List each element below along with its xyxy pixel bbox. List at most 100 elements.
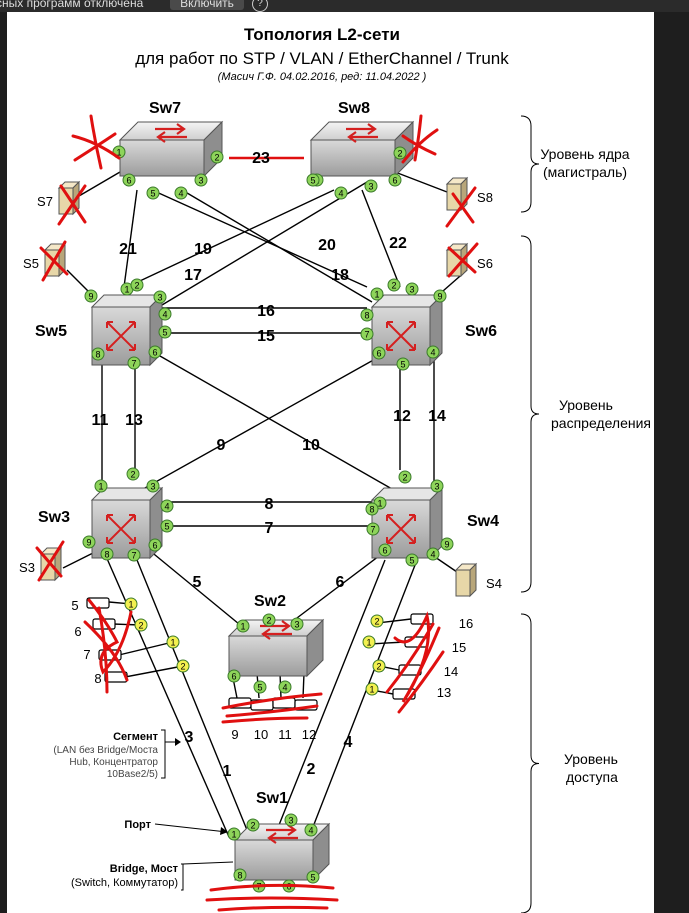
port-sw4-8: 8 (365, 502, 379, 516)
hub-left-line-4 (124, 665, 184, 678)
svg-text:1: 1 (128, 600, 133, 610)
svg-text:3: 3 (409, 285, 414, 295)
switch-sw2 (227, 618, 325, 678)
hub-right-label-13: 13 (437, 685, 451, 700)
port-sw2-5: 5 (253, 680, 267, 694)
port-hub-right-2: 1 (362, 635, 376, 649)
port-sw6-7: 7 (360, 327, 374, 341)
port-sw4-2: 2 (398, 470, 412, 484)
switch-sw1-side (312, 822, 330, 882)
link-label-17: 17 (184, 267, 202, 284)
svg-text:9: 9 (86, 538, 91, 548)
port-sw2-1: 1 (236, 619, 250, 633)
legend-segment-bracket (161, 729, 166, 779)
svg-text:3: 3 (368, 182, 373, 192)
svg-text:5: 5 (164, 522, 169, 532)
link-label-11: 11 (92, 412, 109, 429)
cross-mark-sw8-port2 (401, 114, 439, 164)
port-sw1-8: 8 (233, 868, 247, 882)
svg-text:5: 5 (400, 360, 405, 370)
level-access-line-1: Уровень (564, 751, 618, 767)
server-link-s8 (394, 171, 448, 193)
link-line-9 (152, 351, 400, 494)
server-link-s3 (62, 551, 96, 569)
port-sw3-8: 8 (100, 547, 114, 561)
svg-text:2: 2 (134, 281, 139, 291)
svg-text:8: 8 (95, 350, 100, 360)
port-sw1-4: 4 (304, 823, 318, 837)
svg-text:1: 1 (374, 290, 379, 300)
level-core-line-1: Уровень ядра (540, 146, 629, 162)
switch-sw4-arrows-icon (386, 514, 416, 544)
port-sw8-5: 5 (306, 173, 320, 187)
cross-mark-s3 (35, 540, 65, 582)
link-label-15: 15 (257, 328, 275, 345)
svg-text:1: 1 (170, 638, 175, 648)
svg-text:4: 4 (178, 189, 183, 199)
svg-text:2: 2 (214, 153, 219, 163)
cross-mark-sw7-port1 (71, 114, 121, 170)
svg-text:9: 9 (444, 540, 449, 550)
port-sw7-3: 3 (194, 173, 208, 187)
svg-text:2: 2 (250, 821, 255, 831)
link-line-10 (126, 357, 378, 499)
svg-text:4: 4 (308, 826, 313, 836)
port-sw6-8: 8 (360, 308, 374, 322)
svg-text:1: 1 (98, 482, 103, 492)
link-label-9: 9 (217, 437, 226, 454)
legend-bridge-subtitle: (Switch, Коммутатор) (71, 877, 178, 889)
port-sw3-9: 9 (82, 535, 96, 549)
port-sw5-1: 1 (120, 282, 134, 296)
link-line-18 (181, 189, 373, 303)
port-hub-right-3: 2 (372, 659, 386, 673)
svg-text:6: 6 (152, 541, 157, 551)
help-icon[interactable]: ? (252, 0, 268, 12)
level-distribution-line-2: распределения (551, 415, 651, 431)
port-sw3-5: 5 (160, 519, 174, 533)
enable-button[interactable]: Включить (170, 0, 244, 10)
port-sw4-6: 6 (378, 543, 392, 557)
svg-text:5: 5 (409, 556, 414, 566)
link-label-14: 14 (428, 408, 446, 425)
port-sw8-3: 3 (364, 179, 378, 193)
cross-mark-s6 (447, 242, 479, 278)
svg-text:5: 5 (150, 189, 155, 199)
svg-text:2: 2 (376, 662, 381, 672)
svg-text:8: 8 (104, 550, 109, 560)
hub-right-label-15: 15 (452, 640, 466, 655)
port-hub-left-2: 2 (134, 618, 148, 632)
svg-text:9: 9 (437, 292, 442, 302)
brace-core (520, 115, 540, 213)
link-label-21: 21 (119, 241, 137, 258)
svg-text:1: 1 (116, 148, 121, 158)
port-sw3-6: 6 (148, 538, 162, 552)
svg-text:1: 1 (231, 830, 236, 840)
svg-text:5: 5 (310, 873, 315, 883)
svg-text:2: 2 (397, 149, 402, 159)
port-hub-right-4: 1 (365, 682, 379, 696)
link-line-5 (148, 549, 240, 625)
port-sw5-5: 5 (158, 325, 172, 339)
legend-port-arrowhead (220, 827, 228, 835)
port-sw4-5: 5 (405, 553, 419, 567)
link-label-3: 3 (185, 729, 194, 746)
hub-bottom-label-10: 10 (254, 727, 268, 742)
port-sw5-2: 2 (130, 278, 144, 292)
link-line-22 (361, 189, 401, 288)
level-core-line-2: (магистраль) (543, 164, 627, 180)
link-label-8: 8 (265, 496, 274, 513)
hub-bottom-label-12: 12 (302, 727, 316, 742)
scrollbar[interactable] (660, 12, 682, 913)
legend-segment-line-1: (LAN без Bridge/Моста (53, 744, 158, 756)
link-label-7: 7 (265, 520, 274, 537)
scribble-sw1-bottom (205, 883, 339, 912)
notification-bar: сных программ отключена Включить ? (0, 0, 689, 12)
link-label-1: 1 (223, 763, 232, 780)
link-line-20 (151, 189, 368, 288)
switch-sw8-front (310, 139, 396, 177)
svg-text:5: 5 (257, 683, 262, 693)
brace-distribution (520, 235, 540, 593)
port-sw5-7: 7 (127, 356, 141, 370)
port-sw7-2: 2 (210, 150, 224, 164)
port-sw1-2: 2 (246, 818, 260, 832)
